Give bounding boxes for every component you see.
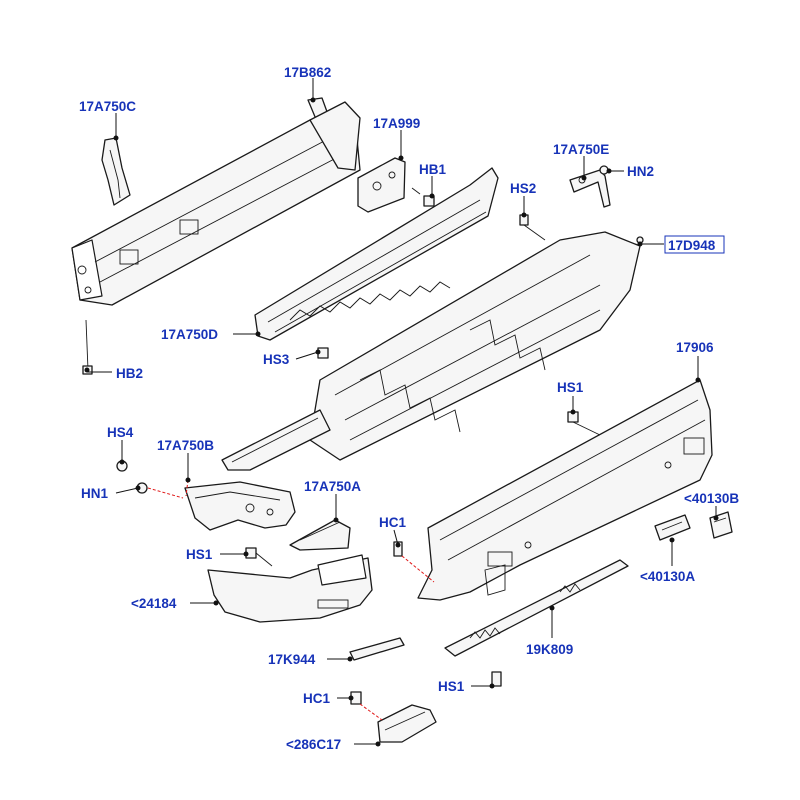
reflector-strip-17K944-part <box>349 637 405 661</box>
red-leader-lines <box>147 479 435 721</box>
callout-40130A: <40130A <box>640 569 695 584</box>
corner-cover-24184-part <box>207 554 373 623</box>
bumper-cover-17906-part <box>417 379 713 601</box>
bumper-beam-part <box>71 97 361 306</box>
callout-17B862: 17B862 <box>284 65 331 80</box>
callout-HB1: HB1 <box>419 162 446 177</box>
bracket-17A750E-part <box>569 169 611 208</box>
callout-HS1-bottom: HS1 <box>438 679 465 694</box>
callout-HS2-top: HS2 <box>510 181 536 196</box>
lower-trim-19K809-part <box>444 559 629 657</box>
callout-17A750B: 17A750B <box>157 438 214 453</box>
callout-17906: 17906 <box>676 340 714 355</box>
callout-HS4: HS4 <box>107 425 134 440</box>
callout-HS1-left: HS1 <box>186 547 213 562</box>
left-bracket-17A750C-part <box>101 137 131 206</box>
callout-24184: <24184 <box>131 596 177 611</box>
callout-17A750A: 17A750A <box>304 479 361 494</box>
callout-HS1-right: HS1 <box>557 380 584 395</box>
callout-17A750E: 17A750E <box>553 142 609 157</box>
mounting-plate-17A999-part <box>357 157 406 213</box>
callout-HN2: HN2 <box>627 164 654 179</box>
callout-leaders <box>84 78 719 747</box>
callout-labels: 17B862 17A750C 17A999 HB1 17A750E HN2 HS… <box>79 65 739 752</box>
callout-286C17: <286C17 <box>286 737 341 752</box>
tow-cover-286C17-part <box>377 704 437 743</box>
callout-40130B: <40130B <box>684 491 739 506</box>
callout-19K809: 19K809 <box>526 642 573 657</box>
bracket-17A750A-part <box>289 519 351 551</box>
side-bracket-17A750B-part <box>184 481 296 531</box>
callout-HS3: HS3 <box>263 352 290 367</box>
callout-HB2: HB2 <box>116 366 143 381</box>
callout-HC1-bottom: HC1 <box>303 691 330 706</box>
callout-17D948-box <box>664 235 725 254</box>
lamp-40130A-part <box>654 514 691 541</box>
callout-17A750D: 17A750D <box>161 327 218 342</box>
callout-17A750C: 17A750C <box>79 99 136 114</box>
callout-17A999: 17A999 <box>373 116 420 131</box>
callout-HC1-mid: HC1 <box>379 515 406 530</box>
energy-absorber-part <box>221 231 641 471</box>
callout-17K944: 17K944 <box>268 652 316 667</box>
reflector-40130B-part <box>709 511 733 539</box>
bolt-HB1-part <box>411 187 435 207</box>
callout-HN1: HN1 <box>81 486 108 501</box>
callout-17D948: 17D948 <box>668 238 716 253</box>
upper-absorber-17A750D-part <box>254 167 499 341</box>
